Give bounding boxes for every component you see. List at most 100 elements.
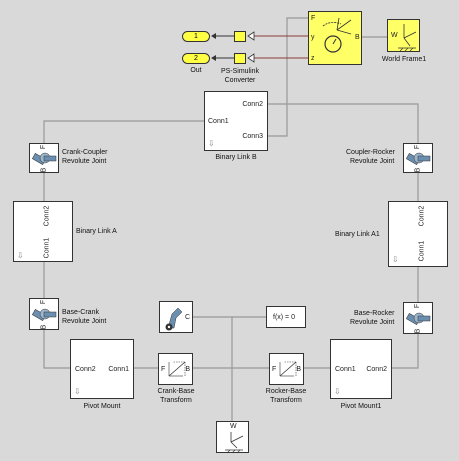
wire-linkb-sensor xyxy=(268,17,308,137)
binary-link-a-port-conn2: Conn2 xyxy=(43,205,51,227)
world-frame-icon xyxy=(398,24,417,52)
wire-base-rocker-pivot1 xyxy=(392,334,419,369)
sensor-port-f: F xyxy=(311,15,316,22)
base-crank-port-b: B xyxy=(40,324,48,330)
pivot-mount-block[interactable]: Conn2 Conn1 ⇩ xyxy=(70,339,134,399)
crank-base-port-f: F xyxy=(161,366,166,373)
outport-2-number: 2 xyxy=(194,55,198,62)
crank-base-label-line1: Crank-Base xyxy=(157,388,195,395)
binary-link-b-port-conn1: Conn1 xyxy=(208,118,229,125)
ps-converter-2[interactable] xyxy=(234,53,246,64)
pivot-mount1-arrow-icon: ⇩ xyxy=(334,387,341,396)
world-frame-port-w: W xyxy=(391,32,398,39)
world-frame-bottom-block[interactable]: W xyxy=(216,421,249,454)
world-frame-bottom-port-w: W xyxy=(230,423,237,430)
rocker-base-label-line2: Transform xyxy=(270,397,302,404)
ps-converter-1[interactable] xyxy=(234,31,246,42)
mech-config-port-c: C xyxy=(184,314,190,321)
outport-1-number: 1 xyxy=(194,33,198,40)
rigid-transform-icon xyxy=(279,361,297,377)
coupler-rocker-joint-block[interactable]: F B xyxy=(403,143,433,173)
outport-label: Out xyxy=(190,67,202,74)
ps-port-arrow-2 xyxy=(247,53,255,63)
crank-base-label-line2: Transform xyxy=(160,397,192,404)
revolute-joint-icon xyxy=(31,308,57,321)
base-crank-joint-block[interactable]: F B xyxy=(29,298,59,330)
base-crank-label-line1: Base-Crank xyxy=(62,309,99,316)
binary-link-b-port-conn2: Conn2 xyxy=(242,101,263,108)
coupler-rocker-label-line1: Coupler-Rocker xyxy=(346,149,396,156)
revolute-joint-icon xyxy=(405,312,431,325)
wire-base-crank-pivot xyxy=(43,330,70,369)
rocker-base-transform-block[interactable]: F B xyxy=(269,353,304,385)
pivot-mount-port-conn1: Conn1 xyxy=(108,366,129,373)
crank-coupler-joint-block[interactable]: F B xyxy=(29,143,59,173)
solver-config-text: f(x) = 0 xyxy=(273,314,295,321)
revolute-joint-icon xyxy=(405,152,431,165)
binary-link-a1-arrow-icon: ⇩ xyxy=(392,255,399,264)
base-rocker-joint-block[interactable]: F B xyxy=(403,302,433,334)
ps-converter-label-line1: PS-Simulink xyxy=(220,68,260,75)
binary-link-a-block[interactable]: Conn2 Conn1 ⇩ xyxy=(13,201,73,262)
binary-link-b-title: Binary Link B xyxy=(215,154,257,161)
binary-link-a1-title: Binary Link A1 xyxy=(335,231,380,238)
sensor-port-y: y xyxy=(311,34,315,41)
mechanism-configuration-block[interactable]: C xyxy=(159,301,193,333)
ps-converter-label-line2: Converter xyxy=(224,77,256,84)
binary-link-b-port-conn3: Conn3 xyxy=(242,133,263,140)
pivot-mount-title: Pivot Mount xyxy=(83,403,121,410)
rocker-base-label-line1: Rocker-Base xyxy=(265,388,307,395)
coupler-rocker-label-line2: Revolute Joint xyxy=(350,158,395,165)
base-crank-label-line2: Revolute Joint xyxy=(62,318,107,325)
world-frame-icon xyxy=(225,432,244,454)
binary-link-a1-block[interactable]: Conn2 Conn1 ⇩ xyxy=(388,201,448,267)
wire-mech-config xyxy=(193,316,233,368)
transform-sensor-icon xyxy=(322,17,352,53)
rocker-base-port-f: F xyxy=(272,366,277,373)
rocker-base-port-b: B xyxy=(296,366,301,373)
base-rocker-label-line1: Base-Rocker xyxy=(354,310,395,317)
sensor-port-b: B xyxy=(355,34,360,41)
pivot-mount1-block[interactable]: Conn1 Conn2 ⇩ xyxy=(330,339,392,399)
base-crank-port-f: F xyxy=(40,299,48,305)
sensor-port-z: z xyxy=(311,55,315,62)
crank-coupler-port-f: F xyxy=(40,144,48,150)
crank-base-transform-block[interactable]: F B xyxy=(158,353,193,385)
base-rocker-label-line2: Revolute Joint xyxy=(350,319,395,326)
binary-link-a1-port-conn2: Conn2 xyxy=(418,205,426,227)
binary-link-a-title: Binary Link A xyxy=(76,228,117,235)
wire-linkb-coupler-rocker xyxy=(268,103,419,143)
binary-link-b-block[interactable]: Conn2 Conn1 Conn3 ⇩ xyxy=(204,91,268,151)
pivot-mount1-port-conn2: Conn2 xyxy=(366,366,387,373)
binary-link-a-port-conn1: Conn1 xyxy=(43,237,51,259)
binary-link-b-arrow-icon: ⇩ xyxy=(208,139,215,148)
world-frame-label: World Frame1 xyxy=(381,56,427,63)
crank-coupler-label-line2: Revolute Joint xyxy=(62,158,107,165)
coupler-rocker-port-f: F xyxy=(414,144,422,150)
revolute-joint-icon xyxy=(31,152,57,165)
rigid-transform-icon xyxy=(168,361,186,377)
base-rocker-port-f: F xyxy=(414,303,422,309)
solver-configuration-block[interactable]: f(x) = 0 xyxy=(266,306,306,328)
pivot-mount-port-conn2: Conn2 xyxy=(75,366,96,373)
outport-1[interactable]: 1 xyxy=(182,31,210,42)
ps-port-arrow-1 xyxy=(247,31,255,41)
pivot-mount1-title: Pivot Mount1 xyxy=(340,403,382,410)
binary-link-a-arrow-icon: ⇩ xyxy=(17,251,24,260)
signal-arrow-1 xyxy=(211,33,216,39)
crank-coupler-label-line1: Crank-Coupler xyxy=(62,149,108,156)
outport-2[interactable]: 2 xyxy=(182,53,210,64)
coupler-rocker-port-b: B xyxy=(414,167,422,173)
pivot-mount-arrow-icon: ⇩ xyxy=(74,387,81,396)
wire-linkb-crank-coupler xyxy=(43,120,204,143)
transform-sensor-block[interactable]: F y z B xyxy=(308,11,362,65)
base-rocker-port-b: B xyxy=(414,328,422,334)
binary-link-a1-port-conn1: Conn1 xyxy=(418,240,426,262)
crank-base-port-b: B xyxy=(185,366,190,373)
signal-arrow-2 xyxy=(211,55,216,61)
crank-coupler-port-b: B xyxy=(40,167,48,173)
mechanism-config-icon xyxy=(165,307,183,331)
world-frame-block[interactable]: W xyxy=(387,19,420,52)
